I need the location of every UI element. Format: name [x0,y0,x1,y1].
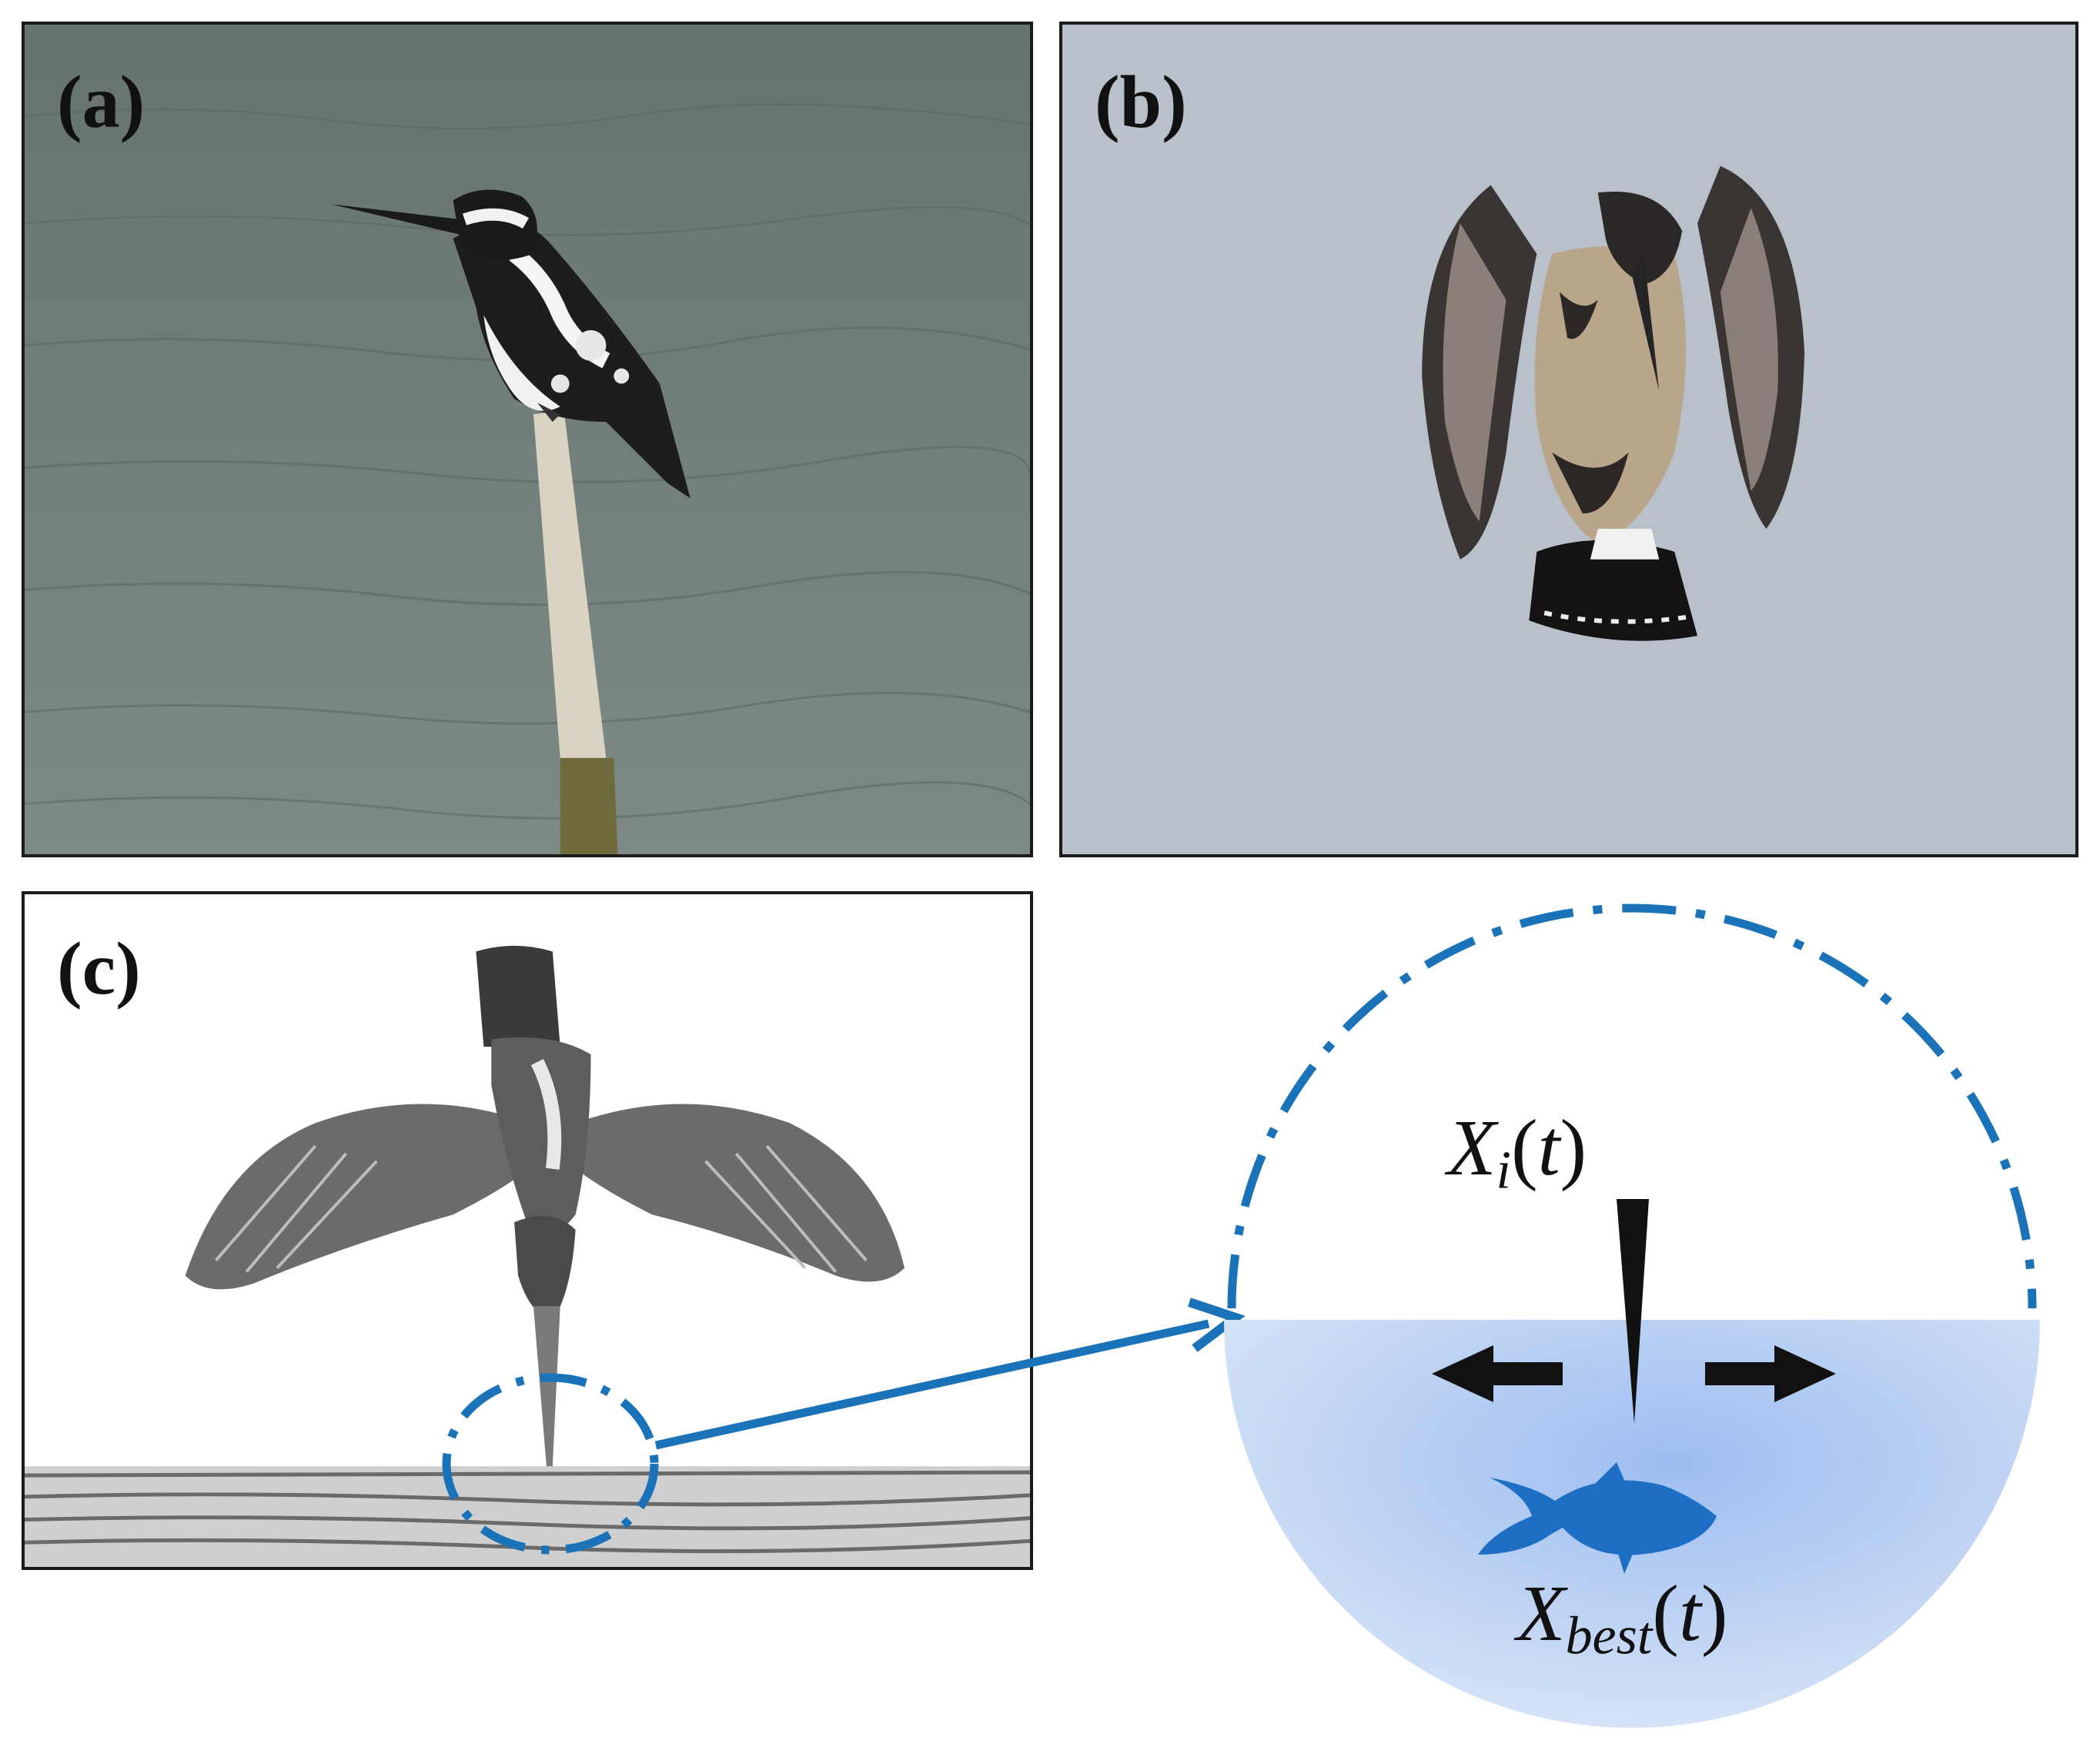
beak-icon [1617,1199,1649,1424]
panel-a: (a) [22,22,1033,857]
fish-icon [1478,1462,1717,1574]
panel-b-label: (b) [1095,61,1187,144]
panel-c: (c) [22,891,1033,1570]
search-boundary [1227,904,2037,1309]
kingfisher-hovering-photo [1062,25,2075,854]
panel-c-label: (c) [57,927,141,1010]
diving-diagram: Xi(t) Xbest(t) [1062,877,2094,1739]
xbest-label: Xbest(t) [1516,1569,1728,1666]
panel-b: (b) [1059,22,2078,857]
right-arrow-icon [1705,1345,1836,1402]
diagram-graphics [1224,904,2040,1728]
xi-label: Xi(t) [1447,1104,1587,1201]
left-arrow-icon [1432,1345,1563,1402]
kingfisher-perched-photo [25,25,1030,854]
kingfisher-diving-photo [25,894,1030,1567]
panel-a-label: (a) [57,61,145,144]
